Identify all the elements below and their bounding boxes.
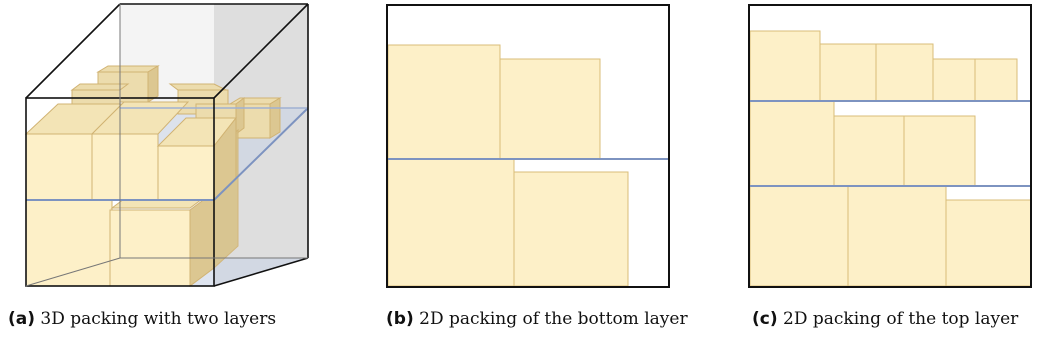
container-frame bbox=[748, 4, 1032, 288]
top-layer-box bbox=[932, 58, 976, 102]
bottom-layer-box bbox=[387, 44, 501, 160]
caption-c: (c) 2D packing of the top layer bbox=[752, 308, 1052, 330]
caption-b-text: 2D packing of the bottom layer bbox=[419, 309, 688, 329]
top-layer-diagram bbox=[748, 4, 1032, 288]
figure-a-3d-packing bbox=[0, 0, 340, 300]
caption-a: (a) 3D packing with two layers bbox=[8, 308, 338, 330]
figure-c-top-layer bbox=[748, 4, 1032, 288]
top-layer-box bbox=[903, 115, 976, 187]
top-layer-box bbox=[847, 185, 947, 287]
caption-a-text: 3D packing with two layers bbox=[40, 309, 277, 329]
bottom-layer-box bbox=[499, 58, 601, 160]
top-layer-box bbox=[819, 43, 877, 102]
top-layer-box bbox=[833, 115, 905, 187]
caption-c-text: 2D packing of the top layer bbox=[783, 309, 1019, 329]
bottom-layer-box bbox=[387, 158, 515, 287]
bottom-layer-box bbox=[513, 171, 629, 287]
top-layer-box bbox=[974, 58, 1018, 102]
container-frame bbox=[386, 4, 670, 288]
top-layer-box bbox=[749, 185, 849, 287]
caption-b: (b) 2D packing of the bottom layer bbox=[386, 308, 696, 330]
bottom-layer-diagram bbox=[386, 4, 670, 288]
caption-b-label: (b) bbox=[386, 309, 414, 329]
top-layer-box bbox=[749, 30, 821, 102]
caption-c-label: (c) bbox=[752, 309, 778, 329]
container-3d-diagram bbox=[24, 3, 309, 287]
figure-b-bottom-layer bbox=[386, 4, 670, 288]
top-layer-box bbox=[749, 100, 835, 187]
top-layer-box bbox=[945, 199, 1032, 287]
top-layer-box bbox=[875, 43, 934, 102]
caption-a-label: (a) bbox=[8, 309, 36, 329]
